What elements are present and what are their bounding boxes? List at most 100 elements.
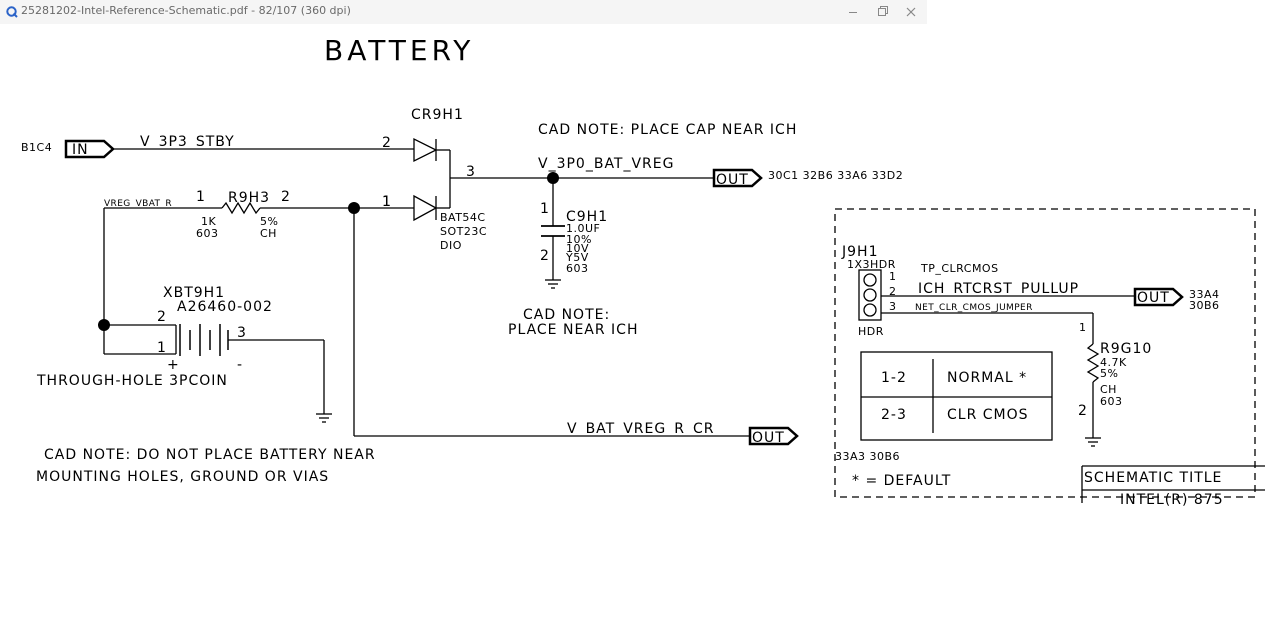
cr9h1-type: DIO bbox=[440, 239, 462, 252]
j9h1-footer: HDR bbox=[858, 325, 884, 338]
in-port-label: IN bbox=[72, 142, 89, 158]
c9h1-value-4: 603 bbox=[566, 262, 589, 275]
cr9h1-package: SOT23C bbox=[440, 225, 487, 238]
header-pin-2 bbox=[863, 288, 877, 302]
app-q-icon bbox=[6, 6, 18, 18]
out-port-label-vreg: OUT bbox=[716, 172, 749, 188]
out-port-label-cr: OUT bbox=[752, 430, 785, 446]
jumper-table-frame bbox=[860, 351, 1053, 441]
header-pin-3 bbox=[863, 303, 877, 317]
cad-note-battery-2: MOUNTING HOLES, GROUND OR VIAS bbox=[36, 469, 329, 485]
r9h3-pin2: 2 bbox=[281, 189, 291, 205]
output-port-flag-vreg bbox=[712, 168, 763, 188]
window-titlebar: 25281202-Intel-Reference-Schematic.pdf -… bbox=[0, 0, 927, 24]
junction-vbat-r bbox=[348, 202, 360, 214]
title-block-value: INTEL(R) 875 bbox=[1120, 492, 1224, 508]
output-port-flag-cr bbox=[748, 426, 799, 446]
cr9h1-pin-k: 3 bbox=[466, 164, 476, 180]
cr9h1-ref: CR9H1 bbox=[411, 107, 464, 123]
jumper-row-1-desc: NORMAL * bbox=[947, 370, 1027, 386]
c9h1-value-0: 1.0UF bbox=[566, 222, 600, 235]
diode-a-symbol bbox=[413, 137, 438, 163]
c9h1-value-1: 10% bbox=[566, 233, 592, 246]
out-port-ref-vreg: 30C1 32B6 33A6 33D2 bbox=[768, 169, 903, 182]
resistor-r9g10-symbol bbox=[1086, 343, 1100, 383]
diode-b-symbol bbox=[413, 194, 438, 222]
input-port-flag bbox=[64, 139, 115, 159]
xbt9h1-plus: + bbox=[167, 357, 180, 373]
r9g10-mat: CH bbox=[1100, 383, 1117, 396]
net-jumper-label: NET_CLR_CMOS_JUMPER bbox=[915, 303, 1033, 313]
r9h3-ref: R9H3 bbox=[228, 190, 270, 206]
out-port-ref-pullup-1: 33A4 bbox=[1189, 288, 1220, 301]
c9h1-value-2: 10V bbox=[566, 242, 589, 255]
j9h1-type: 1X3HDR bbox=[847, 258, 896, 271]
r9h3-wire-pin1: 1 bbox=[382, 194, 392, 210]
net-vbat-r-label: VREG_VBAT_R bbox=[104, 199, 172, 209]
net-tp-label: TP_CLRCMOS bbox=[920, 262, 999, 275]
jumper-row-1-pins: 1-2 bbox=[881, 370, 907, 386]
cad-note-ich-2: PLACE NEAR ICH bbox=[508, 322, 638, 338]
minimize-button[interactable] bbox=[838, 2, 868, 22]
junction-battery bbox=[98, 319, 110, 331]
output-port-flag-pullup bbox=[1133, 287, 1184, 307]
r9h3-mat: CH bbox=[260, 227, 277, 240]
out-port-label-pullup: OUT bbox=[1137, 290, 1170, 306]
window-title: 25281202-Intel-Reference-Schematic.pdf -… bbox=[21, 4, 351, 17]
header-pin-1 bbox=[863, 273, 877, 287]
cr9h1-pin-a: 2 bbox=[382, 135, 392, 151]
net-stby-label: V_3P3_STBY bbox=[140, 134, 235, 150]
in-port-ref: B1C4 bbox=[21, 141, 52, 154]
jumper-port-ref: 33A3 30B6 bbox=[835, 450, 900, 463]
xbt9h1-pin3: 3 bbox=[237, 325, 247, 341]
c9h1-value-3: Y5V bbox=[565, 251, 589, 264]
cad-note-cap: CAD NOTE: PLACE CAP NEAR ICH bbox=[538, 122, 797, 138]
cad-note-battery-1: CAD NOTE: DO NOT PLACE BATTERY NEAR bbox=[44, 447, 376, 463]
cap-ground-symbol bbox=[545, 279, 561, 289]
r9h3-pin1: 1 bbox=[196, 189, 206, 205]
jumper-section-frame bbox=[834, 208, 1256, 498]
r9h3-size: 603 bbox=[196, 227, 219, 240]
xbt9h1-ref: XBT9H1 bbox=[163, 285, 225, 301]
minimize-icon bbox=[849, 12, 857, 13]
net-pullup-label: ICH_RTCRST_PULLUP bbox=[918, 281, 1079, 297]
c9h1-ref: C9H1 bbox=[566, 209, 608, 225]
out-port-ref-pullup-2: 30B6 bbox=[1189, 299, 1220, 312]
xbt9h1-part: A26460-002 bbox=[177, 299, 273, 315]
c9h1-pin2: 2 bbox=[540, 248, 550, 264]
r9g10-size: 603 bbox=[1100, 395, 1123, 408]
jumper-row-2-desc: CLR CMOS bbox=[947, 407, 1029, 423]
cr9h1-part: BAT54C bbox=[440, 211, 486, 224]
j9h1-pin2: 2 bbox=[889, 285, 897, 298]
xbt9h1-minus: - bbox=[237, 357, 243, 373]
jumper-legend: * = DEFAULT bbox=[852, 473, 951, 489]
resistor-r9h3-symbol bbox=[221, 201, 261, 215]
c9h1-pin1: 1 bbox=[540, 201, 550, 217]
battery-ground-symbol bbox=[316, 413, 332, 423]
r9h3-tol: 5% bbox=[260, 215, 278, 228]
r9g10-value: 4.7K bbox=[1100, 356, 1127, 369]
r9g10-ref: R9G10 bbox=[1100, 341, 1152, 357]
r9g10-pin2: 2 bbox=[1078, 403, 1088, 419]
sheet-title: BATTERY bbox=[324, 34, 474, 67]
j9h1-ref: J9H1 bbox=[841, 244, 878, 260]
cad-note-ich-1: CAD NOTE: bbox=[523, 307, 610, 323]
r9g10-pin1: 1 bbox=[1079, 321, 1087, 334]
net-vreg-label: V_3P0_BAT_VREG bbox=[538, 156, 674, 172]
r9g10-tol: 5% bbox=[1100, 367, 1118, 380]
junction-vreg bbox=[547, 172, 559, 184]
pullup-ground-symbol bbox=[1085, 437, 1101, 447]
xbt9h1-desc: THROUGH-HOLE 3PCOIN bbox=[36, 373, 228, 389]
r9h3-value: 1K bbox=[201, 215, 216, 228]
battery-symbol bbox=[175, 324, 229, 356]
schematic-sheet[interactable]: BATTERY B1C4 IN V_3P3_STBY CR9H1 2 1 3 B… bbox=[0, 24, 1280, 640]
header-body bbox=[858, 269, 882, 321]
xbt9h1-pin1: 1 bbox=[157, 340, 167, 356]
jumper-row-2-pins: 2-3 bbox=[881, 407, 907, 423]
xbt9h1-pin2: 2 bbox=[157, 309, 167, 325]
close-button[interactable] bbox=[896, 2, 926, 22]
j9h1-pin3: 3 bbox=[889, 300, 897, 313]
maximize-button[interactable] bbox=[867, 2, 897, 22]
maximize-icon bbox=[878, 6, 888, 16]
net-vbat-cr-label: V_BAT_VREG_R_CR bbox=[567, 421, 714, 437]
